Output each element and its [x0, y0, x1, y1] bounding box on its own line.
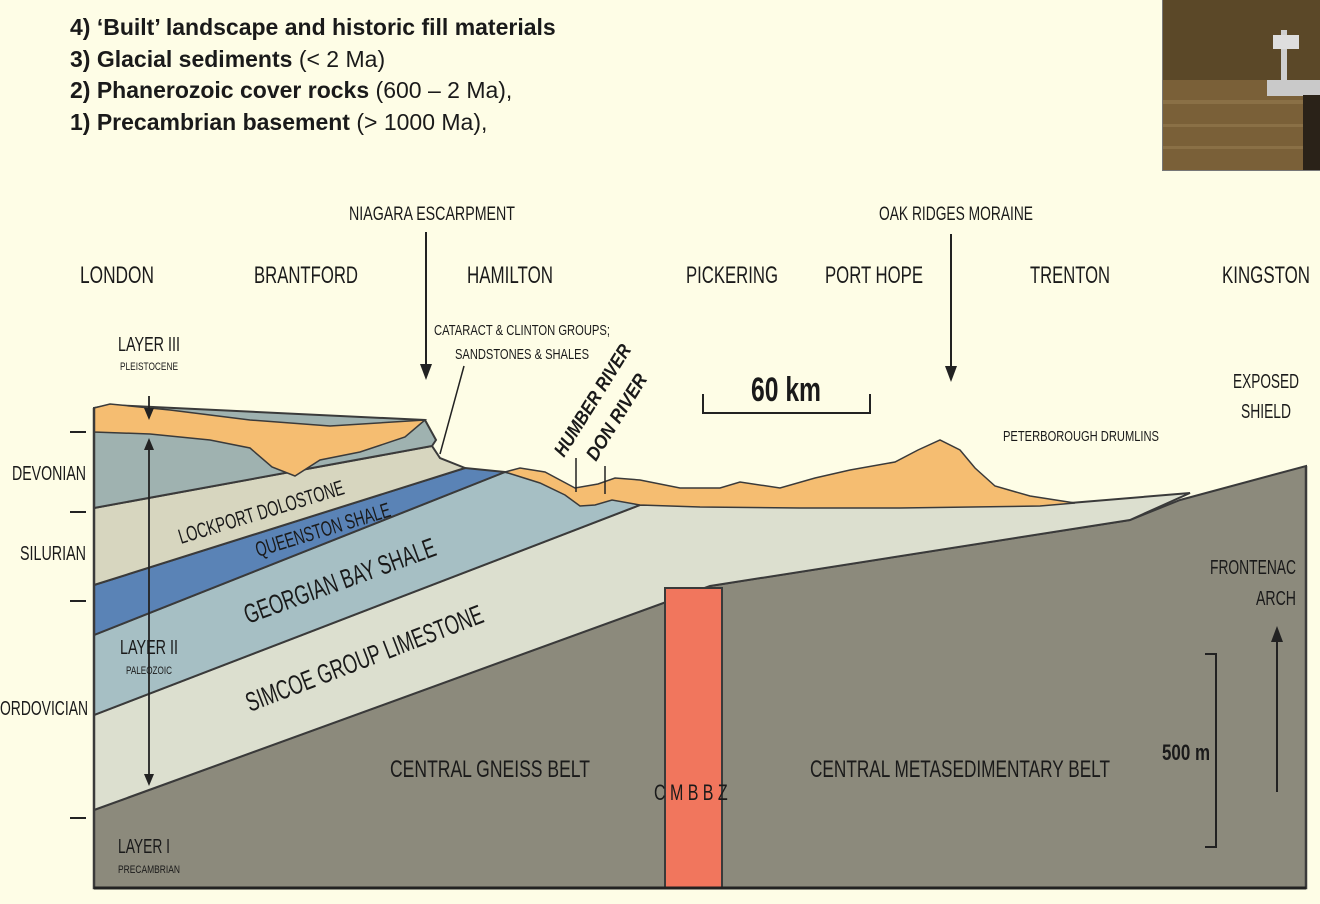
label-peterborough-drumlins: PETERBOROUGH DRUMLINS [1003, 428, 1159, 445]
unit-central-gneiss-belt: CENTRAL GNEISS BELT [390, 756, 590, 783]
town-pickering: PICKERING [686, 262, 778, 289]
period-devonian: DEVONIAN [12, 463, 86, 485]
glacial-sediment-west [93, 403, 428, 477]
town-london: LONDON [80, 262, 154, 289]
label-oak-ridges-moraine: OAK RIDGES MORAINE [879, 204, 1033, 225]
glacial-sediment-east [502, 439, 1076, 509]
town-brantford: BRANTFORD [254, 262, 358, 289]
layer-iii-label: LAYER III [118, 334, 180, 356]
layer-i-label: LAYER I [118, 836, 170, 858]
oak-ridges-arrow [945, 366, 957, 382]
label-cataract-groups: CATARACT & CLINTON GROUPS; [434, 322, 610, 339]
period-silurian: SILURIAN [20, 543, 86, 565]
town-trenton: TRENTON [1030, 262, 1110, 289]
vertical-scale-bar [1205, 653, 1217, 848]
legend-item-1: 1) Precambrian basement (> 1000 Ma), [70, 108, 488, 135]
layer-iii-sub: PLEISTOCENE [120, 361, 178, 373]
unit-central-metasedimentary-belt: CENTRAL METASEDIMENTARY BELT [810, 756, 1110, 783]
layer-iii-arrow [144, 408, 154, 420]
frontenac-arrow [1271, 626, 1283, 642]
layer-ii-label: LAYER II [120, 637, 178, 659]
presenter-video-thumbnail [1162, 0, 1320, 171]
legend-item-3: 3) Glacial sediments (< 2 Ma) [70, 45, 386, 72]
legend-item-2: 2) Phanerozoic cover rocks (600 – 2 Ma), [70, 77, 513, 103]
horizontal-scale-bar [702, 394, 871, 414]
unit-cmbbz: CMBBZ [654, 780, 732, 805]
legend-item-4: 4) ‘Built’ landscape and historic fill m… [70, 14, 556, 40]
scale-60km: 60 km [751, 371, 821, 409]
town-kingston: KINGSTON [1222, 262, 1310, 289]
label-frontenac: FRONTENAC [1210, 557, 1296, 579]
period-ordovician: ORDOVICIAN [0, 698, 88, 720]
cataract-leader [439, 365, 465, 455]
niagara-arrow [420, 364, 432, 380]
layer-i-sub: PRECAMBRIAN [118, 864, 180, 876]
scale-500m: 500 m [1162, 740, 1210, 765]
label-arch: ARCH [1256, 588, 1296, 610]
cmbbz-zone [664, 587, 723, 889]
label-sandstones-shales: SANDSTONES & SHALES [455, 346, 589, 363]
label-niagara-escarpment: NIAGARA ESCARPMENT [349, 204, 515, 225]
town-port-hope: PORT HOPE [825, 262, 923, 289]
legend-list: 4) ‘Built’ landscape and historic fill m… [70, 12, 556, 138]
town-hamilton: HAMILTON [467, 262, 553, 289]
layer-ii-sub: PALEOZOIC [126, 665, 172, 677]
label-exposed: EXPOSED [1233, 371, 1299, 393]
label-shield: SHIELD [1241, 401, 1291, 423]
